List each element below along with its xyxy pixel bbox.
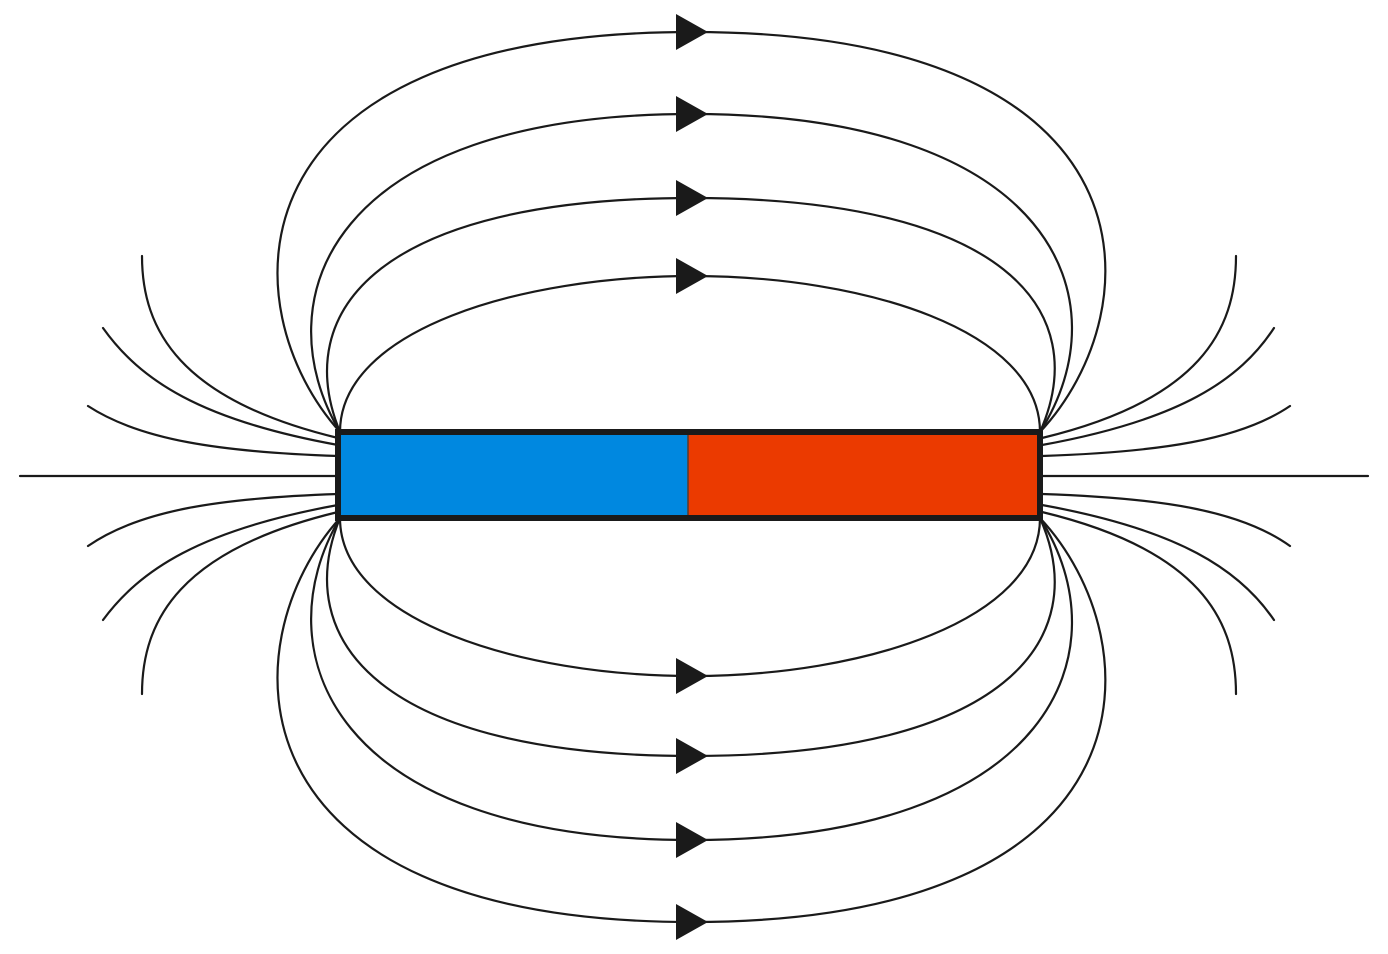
bar-magnet bbox=[335, 429, 1043, 521]
field-line-left-1 bbox=[140, 254, 340, 440]
field-loops-below bbox=[276, 516, 1107, 924]
arrow-right-icon bbox=[676, 904, 708, 940]
arrow-right-icon bbox=[676, 14, 708, 50]
field-line-left-3 bbox=[86, 404, 340, 458]
arrow-right-icon bbox=[676, 96, 708, 132]
field-line-right-7 bbox=[1040, 510, 1238, 696]
field-line-left-6 bbox=[101, 503, 340, 622]
field-line-right-1 bbox=[1040, 254, 1238, 440]
magnet-pole-left bbox=[340, 434, 688, 516]
field-line-right-6 bbox=[1040, 503, 1276, 622]
field-line-right-3 bbox=[1040, 404, 1292, 458]
field-loop-above-2 bbox=[325, 196, 1056, 434]
field-lines-right bbox=[1040, 254, 1370, 696]
field-loop-below-1 bbox=[338, 516, 1042, 678]
field-line-left-2 bbox=[101, 326, 340, 447]
magnet-outline bbox=[335, 429, 1043, 521]
field-line-left-7 bbox=[140, 510, 340, 696]
field-line-left-5 bbox=[86, 492, 340, 548]
magnet-pole-right bbox=[688, 434, 1038, 516]
field-line-right-5 bbox=[1040, 492, 1292, 548]
field-loop-below-4 bbox=[276, 516, 1107, 924]
arrow-right-icon bbox=[676, 658, 708, 694]
field-loops-above bbox=[276, 30, 1107, 434]
field-loop-above-4 bbox=[276, 30, 1107, 434]
arrow-right-icon bbox=[676, 258, 708, 294]
field-loop-above-1 bbox=[338, 274, 1042, 434]
arrow-right-icon bbox=[676, 180, 708, 216]
field-line-right-2 bbox=[1040, 326, 1276, 447]
field-loop-below-2 bbox=[325, 516, 1056, 758]
field-lines-left bbox=[18, 254, 340, 696]
direction-arrows bbox=[676, 14, 708, 940]
arrow-right-icon bbox=[676, 738, 708, 774]
arrow-right-icon bbox=[676, 822, 708, 858]
